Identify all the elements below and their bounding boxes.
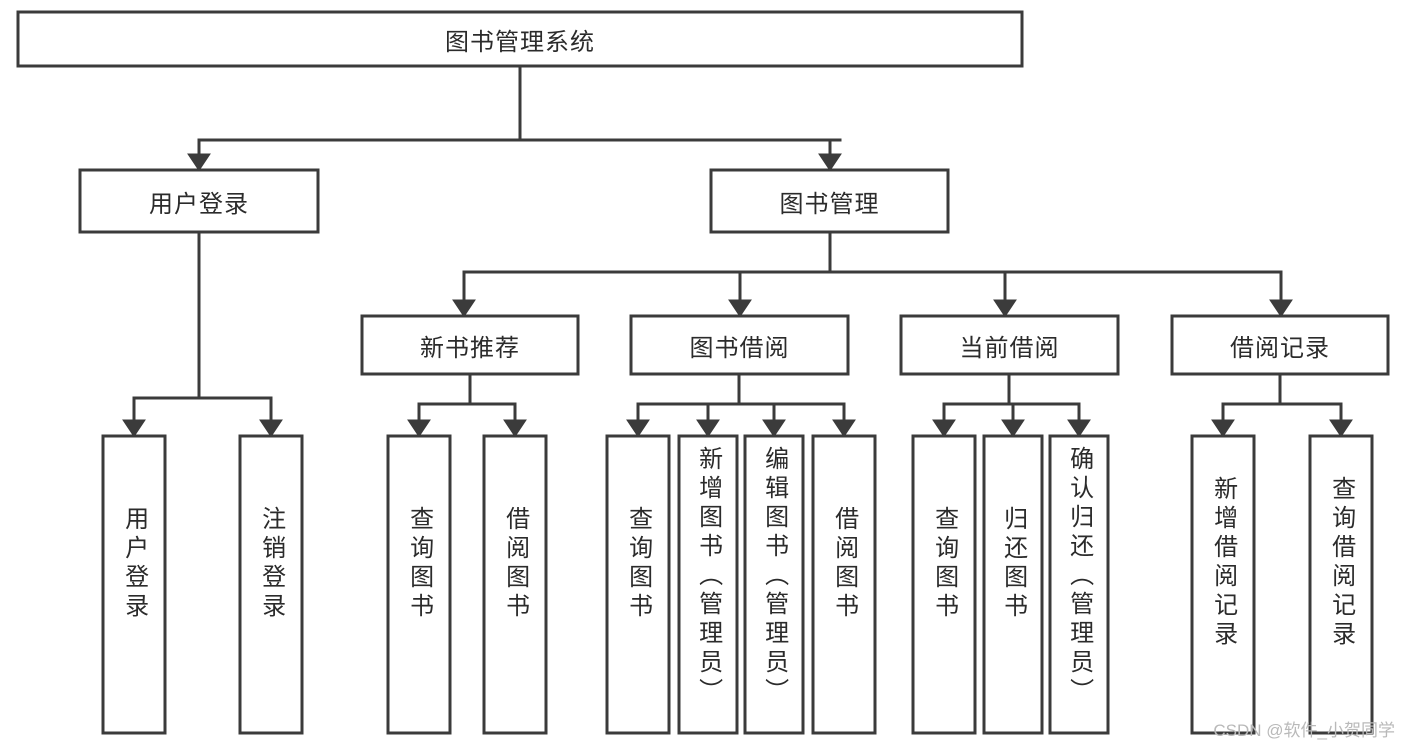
node-book-manage[interactable] [709, 168, 950, 234]
leaf-box-borrow-book-2[interactable] [811, 434, 877, 735]
node-root[interactable] [16, 10, 1024, 68]
connector-newbook-to-leaves [407, 372, 527, 438]
leaf-box-query-record[interactable] [1308, 434, 1374, 735]
connector-bookborrow-to-leaves [626, 372, 856, 438]
leaf-box-borrow-book-1[interactable] [482, 434, 548, 735]
connector-root-to-level2 [187, 64, 842, 172]
leaf-box-edit-book[interactable] [743, 434, 805, 735]
node-book-borrow[interactable] [629, 314, 850, 376]
csdn-watermark: CSDN @软件_小贺同学 [1213, 721, 1395, 740]
node-new-book-recommend[interactable] [360, 314, 580, 376]
leaf-box-query-book-3[interactable] [911, 434, 977, 735]
node-user-login[interactable] [78, 168, 320, 234]
leaf-box-logout[interactable] [238, 434, 304, 735]
leaf-box-user-login[interactable] [101, 434, 167, 735]
connector-bookmanage-to-level3 [452, 230, 1293, 318]
leaf-box-return-book[interactable] [982, 434, 1044, 735]
node-borrow-record[interactable] [1170, 314, 1390, 376]
leaf-box-query-book-1[interactable] [386, 434, 452, 735]
leaf-box-add-record[interactable] [1190, 434, 1256, 735]
connector-currentborrow-to-leaves [932, 372, 1091, 438]
connector-userlogin-to-leaves [122, 230, 283, 438]
leaf-box-confirm-return[interactable] [1048, 434, 1110, 735]
leaf-box-add-book[interactable] [677, 434, 739, 735]
node-current-borrow[interactable] [899, 314, 1120, 376]
leaf-box-query-book-2[interactable] [605, 434, 671, 735]
connector-borrowrecord-to-leaves [1211, 372, 1353, 438]
